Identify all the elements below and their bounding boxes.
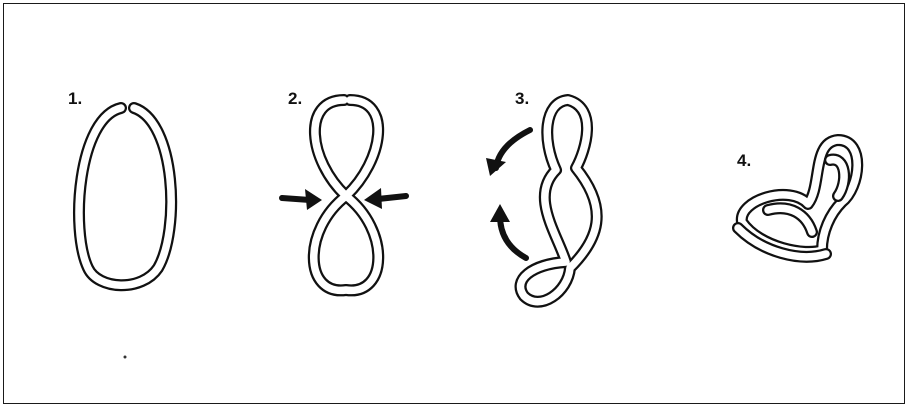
step-2-left-arrow: [282, 189, 322, 210]
step-3-lower-curved-arrow: [490, 204, 526, 258]
step-1-label: 1.: [68, 89, 82, 108]
step-3-label: 3.: [515, 89, 529, 108]
step-1-ring: [79, 108, 171, 285]
speck-mark: [124, 356, 127, 359]
step-4-label: 4.: [737, 151, 751, 170]
step-4-folded-band: [738, 140, 857, 257]
step-3-upper-curved-arrow: [486, 130, 530, 176]
step-2-figure-eight: [314, 100, 379, 290]
step-2-label: 2.: [288, 89, 302, 108]
step-2-right-arrow: [364, 188, 406, 209]
